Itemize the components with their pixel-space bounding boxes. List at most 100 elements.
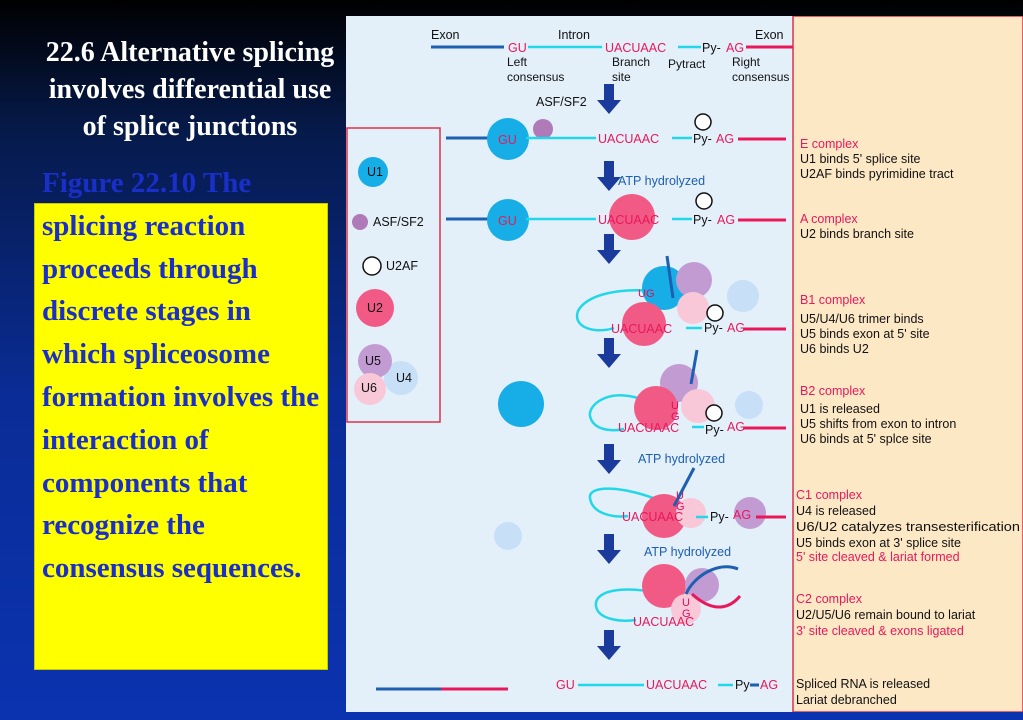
label-pytract: Pytract — [668, 57, 706, 71]
legend-u1-swatch — [358, 157, 388, 187]
stage-c1: C1 complex U4 is released U6/U2 catalyze… — [796, 488, 1020, 564]
seq-ag: AG — [760, 678, 778, 692]
step-arrow — [597, 84, 621, 114]
legend-asf-swatch — [352, 214, 368, 230]
stage-title: B2 complex — [800, 384, 866, 398]
seq-ag: AG — [726, 41, 744, 55]
stage-title: B1 complex — [800, 293, 866, 307]
step-arrow — [597, 234, 621, 264]
legend-u5-swatch — [358, 344, 392, 378]
seq-ag: AG — [727, 420, 745, 434]
step-arrow — [597, 630, 621, 660]
stage-line: Lariat debranched — [796, 693, 897, 707]
asf-particle — [533, 119, 553, 139]
stage-line: U6 binds U2 — [800, 342, 869, 356]
seq-uacuaac: UACUAAC — [598, 132, 659, 146]
seq-uacuaac: UACUAAC — [646, 678, 707, 692]
bound-u: U — [671, 400, 679, 412]
legend-u4-label: U4 — [396, 371, 412, 385]
stage-result: 3' site cleaved & exons ligated — [796, 624, 964, 638]
released-u1 — [498, 381, 544, 427]
ligated-exon-right — [690, 592, 742, 609]
stage-line: U5/U4/U6 trimer binds — [800, 312, 924, 326]
bound-ug: UG — [638, 288, 655, 300]
legend-u2af-label: U2AF — [386, 259, 418, 273]
seq-ag: AG — [733, 508, 751, 522]
label-intron: Intron — [558, 28, 590, 42]
stage-panel — [792, 16, 1023, 712]
label-right-consensus-2: consensus — [732, 70, 789, 84]
step-arrow — [597, 534, 621, 564]
released-particle — [727, 280, 759, 312]
intron-loop — [588, 394, 647, 432]
u6-particle — [677, 292, 709, 324]
bound-g: G — [676, 501, 685, 513]
seq-ag: AG — [727, 321, 745, 335]
legend-u4-swatch — [384, 361, 418, 395]
intron-loop — [594, 588, 665, 622]
stage-title: C2 complex — [796, 592, 863, 606]
stage-c2: C2 complex U2/U5/U6 remain bound to lari… — [796, 592, 976, 638]
seq-py: Py- — [710, 510, 729, 524]
stage-release: Spliced RNA is released Lariat debranche… — [796, 677, 930, 707]
stage-title: C1 complex — [796, 488, 863, 502]
slide-title: 22.6 Alternative splicing involves diffe… — [45, 37, 335, 142]
seq-py: Py- — [693, 213, 712, 227]
u5-particle — [676, 262, 712, 298]
u6-particle — [671, 594, 701, 624]
label-branch-site-2: site — [612, 70, 631, 84]
seq-py: Py- — [705, 423, 724, 437]
label-exon-right: Exon — [755, 28, 784, 42]
legend-u2-swatch — [356, 289, 394, 327]
seq-gu: GU — [556, 678, 575, 692]
stage-e: E complex U1 binds 5' splice site U2AF b… — [800, 137, 954, 181]
seq-py: Py- — [693, 132, 712, 146]
seq-uacuaac: UACUAAC — [611, 322, 672, 336]
bound-g: G — [682, 608, 691, 620]
seq-gu: GU — [498, 133, 517, 147]
ligated-exon-left — [684, 565, 739, 595]
stage-b2: B2 complex U1 is released U5 shifts from… — [800, 384, 956, 446]
u1-particle — [487, 118, 529, 160]
stage-line: U5 binds exon at 3' splice site — [796, 536, 961, 550]
u2-particle — [622, 302, 666, 346]
seq-py: Py- — [702, 41, 721, 55]
caption-box — [34, 203, 328, 670]
exon-left-line — [672, 467, 696, 507]
exon-left-line — [689, 349, 699, 385]
released-particle — [735, 391, 763, 419]
released-u4 — [494, 522, 522, 550]
seq-ag: AG — [717, 213, 735, 227]
u2-particle — [609, 194, 655, 240]
figure-caption: Figure 22.10 The splicing reaction proce… — [42, 167, 320, 585]
seq-uacuaac: UACUAAC — [598, 213, 659, 227]
stage-line: U2AF binds pyrimidine tract — [800, 167, 954, 181]
label-right-consensus-1: Right — [732, 55, 761, 69]
legend-u6-label: U6 — [361, 381, 377, 395]
legend-u2-label: U2 — [367, 301, 383, 315]
u2af-particle — [706, 304, 724, 322]
stage-line: U2/U5/U6 remain bound to lariat — [796, 608, 976, 622]
stage-title: A complex — [800, 212, 858, 226]
step-arrow — [597, 444, 621, 474]
label-atp-1: ATP hydrolyzed — [618, 174, 705, 188]
bound-g: G — [671, 411, 680, 423]
u2af-particle — [695, 192, 713, 210]
stage-result: 5' site cleaved & lariat formed — [796, 550, 960, 564]
seq-ag: AG — [716, 132, 734, 146]
u2-particle — [634, 386, 678, 430]
label-left-consensus-2: consensus — [507, 70, 564, 84]
label-atp-2: ATP hydrolyzed — [638, 452, 725, 466]
legend-u1-label: U1 — [367, 165, 383, 179]
seq-py: Py — [735, 678, 750, 692]
u6-particle — [676, 498, 706, 528]
seq-uacuaac: UACUAAC — [622, 510, 683, 524]
intron-loop — [588, 487, 662, 518]
stage-line: U6 binds at 5' splce site — [800, 432, 932, 446]
u5-particle — [734, 497, 766, 529]
label-exon-left: Exon — [431, 28, 460, 42]
label-branch-site-1: Branch — [612, 55, 650, 69]
legend-asf-label: ASF/SF2 — [373, 215, 424, 229]
exon-left-line — [665, 255, 675, 299]
label-atp-3: ATP hydrolyzed — [644, 545, 731, 559]
